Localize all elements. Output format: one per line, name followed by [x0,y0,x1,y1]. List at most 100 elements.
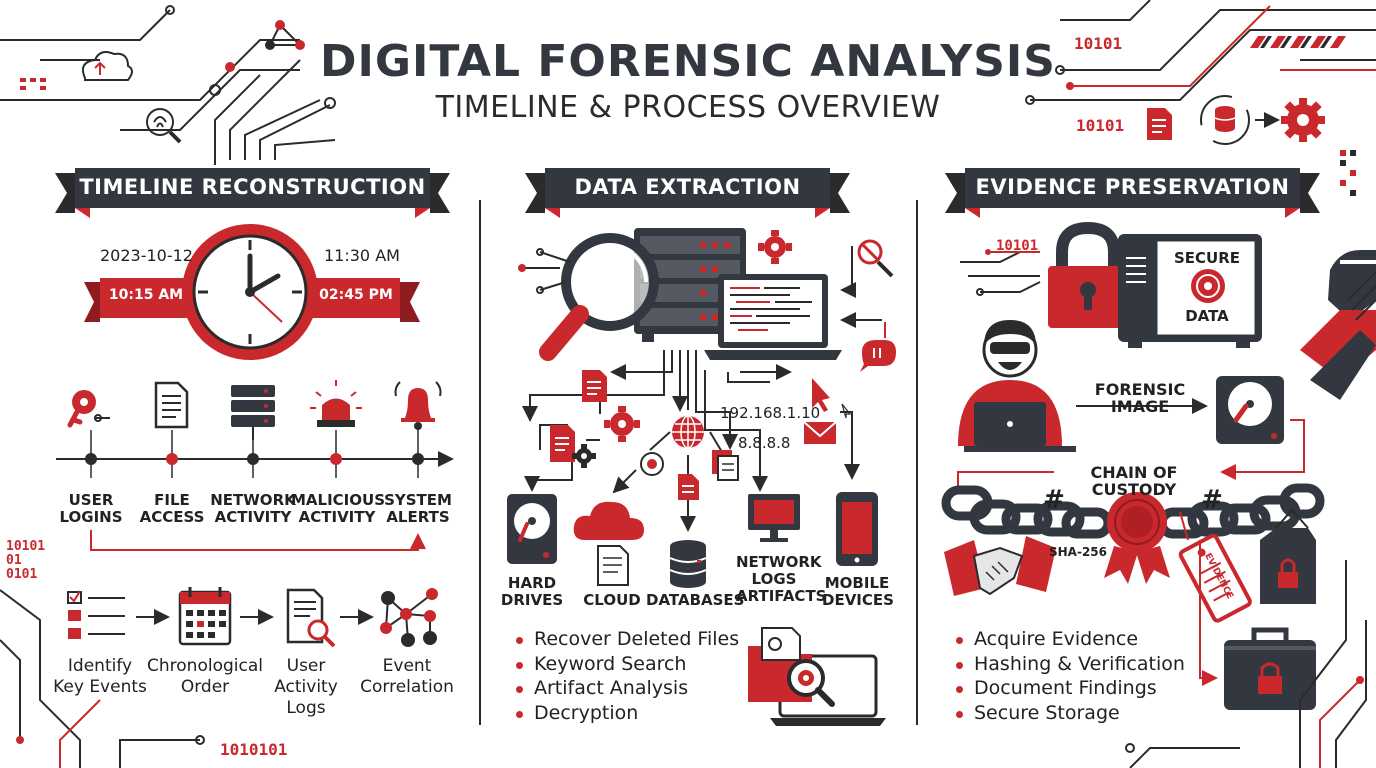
safe-label-data: DATA [1185,307,1229,325]
ip-address-2: 8.8.8.8 [738,434,791,452]
cursor-icon-small [841,403,852,419]
binary-text-top-right: 10101 [1074,34,1123,53]
step-label-identify: Identify Key Events [53,656,147,697]
document-icon-top-right [1147,108,1172,140]
cursor-icon [812,378,830,412]
timeline-loop-arrow [90,530,426,551]
event-label-malicious-activity: MALICIOUS ACTIVITY [291,491,385,526]
circuit-lines-top-right [1030,0,1376,101]
hash-symbol-left: # [1043,485,1065,515]
network-graph-icon [380,588,438,647]
lock-tag-icon [1260,508,1316,604]
seal-icon [1104,492,1170,584]
circuit-lines-top-left [0,9,336,165]
document-icon-cloud [597,545,629,586]
gear-icon-extraction [758,230,792,264]
event-label-file-access: FILE ACCESS [139,491,205,526]
banner-timeline [55,168,450,218]
magnifier-icon [539,233,659,361]
pixel-blocks-right [1340,150,1356,196]
globe-icon [672,415,704,449]
banner-extraction-text: DATA EXTRACTION [574,175,801,199]
calendar-icon [178,587,232,646]
step-label-correlation: Event Correlation [360,656,454,697]
document-icon-red-3 [678,474,699,500]
list-item: Keyword Search [514,652,739,677]
ribbon-time-right: 02:45 PM [319,287,393,303]
checklist-icon [67,590,125,639]
red-dashes-top-left [20,78,46,90]
envelope-icon [803,421,837,444]
preservation-bullet-list: Acquire Evidence Hashing & Verification … [954,627,1185,725]
laptop-icon [704,274,842,360]
locked-case-icon [1224,627,1316,710]
chain-of-custody-label: CHAIN OF CUSTODY [1090,463,1178,499]
source-label-hard-drives: HARD DRIVES [500,574,564,609]
document-stack-icon [712,450,739,481]
hazard-stripes [1250,36,1360,48]
gear-icon-small-2 [640,452,664,476]
chat-bubble-icon [860,340,896,372]
banner-preservation [945,168,1320,218]
list-item: Hashing & Verification [954,652,1185,677]
source-label-mobile-devices: MOBILE DEVICES [822,574,894,609]
list-item: Artifact Analysis [514,676,739,701]
event-label-user-logins: USER LOGINS [59,491,123,526]
database-sync-icon [1200,95,1280,145]
source-label-network-logs: NETWORK LOGS ARTIFACTS [736,553,827,605]
safe-label-secure: SECURE [1173,249,1241,267]
padlock-icon [1048,221,1128,328]
circuit-nodes-top-left [165,5,336,109]
list-item: Document Findings [954,676,1185,701]
gear-icon-red-2 [604,406,640,442]
banner-timeline-text: TIMELINE RECONSTRUCTION [79,175,426,199]
clock-ribbon [84,278,420,322]
list-item: Acquire Evidence [954,627,1185,652]
gear-icon-top-right [1281,98,1325,142]
banner-preservation-text: EVIDENCE PRESERVATION [975,175,1290,199]
event-label-system-alerts: SYSTEM ALERTS [384,491,452,526]
document-icon-red-2 [550,425,575,462]
binary-text-bottom-left: 1010101 [220,740,288,759]
decorative-shapes-right [1300,250,1376,400]
document-icon-red-1 [582,370,607,402]
fingerprint-search-icon [146,108,182,144]
cloud-upload-icon [82,51,133,81]
source-label-databases: DATABASES [646,591,745,609]
banner-extraction [525,168,850,218]
binary-left-2: 01 [6,553,22,568]
gear-icon-small-1 [572,444,596,468]
safe-icon [1118,234,1262,348]
bell-icon [394,381,442,430]
extraction-bullet-list: Recover Deleted Files Keyword Search Art… [514,627,739,725]
binary-text-evidence: 10101 [996,238,1039,254]
laptop-folder-search-icon [748,627,886,726]
forensic-image-label: FORENSIC IMAGE [1094,380,1186,416]
page-subtitle: TIMELINE & PROCESS OVERVIEW [435,90,941,125]
mobile-icon [836,492,878,566]
clock-icon [182,224,318,360]
evidence-tag-icon [1178,511,1252,623]
no-search-icon [857,239,894,278]
monitor-icon [748,494,800,542]
source-label-cloud: CLOUD [583,591,641,609]
file-icon [154,381,189,429]
binary-left-3: 0101 [6,567,38,582]
list-item: Recover Deleted Files [514,627,739,652]
list-item: Decryption [514,701,739,726]
event-label-network-activity: NETWORK ACTIVITY [210,491,296,526]
alarm-light-icon [310,380,362,427]
hard-drive-icon [507,494,557,564]
hash-label: SHA-256 [1048,545,1107,559]
handshake-icon [944,536,1056,596]
clock-time-top: 11:30 AM [324,246,400,265]
cloud-icon [573,501,644,540]
list-item: Secure Storage [954,701,1185,726]
investigator-icon [958,320,1076,452]
ip-address-1: 192.168.1.10 [720,404,821,422]
server-icon [231,385,275,440]
step-label-activity-logs: User Activity Logs [274,656,338,718]
clock-date: 2023-10-12 [100,246,193,265]
